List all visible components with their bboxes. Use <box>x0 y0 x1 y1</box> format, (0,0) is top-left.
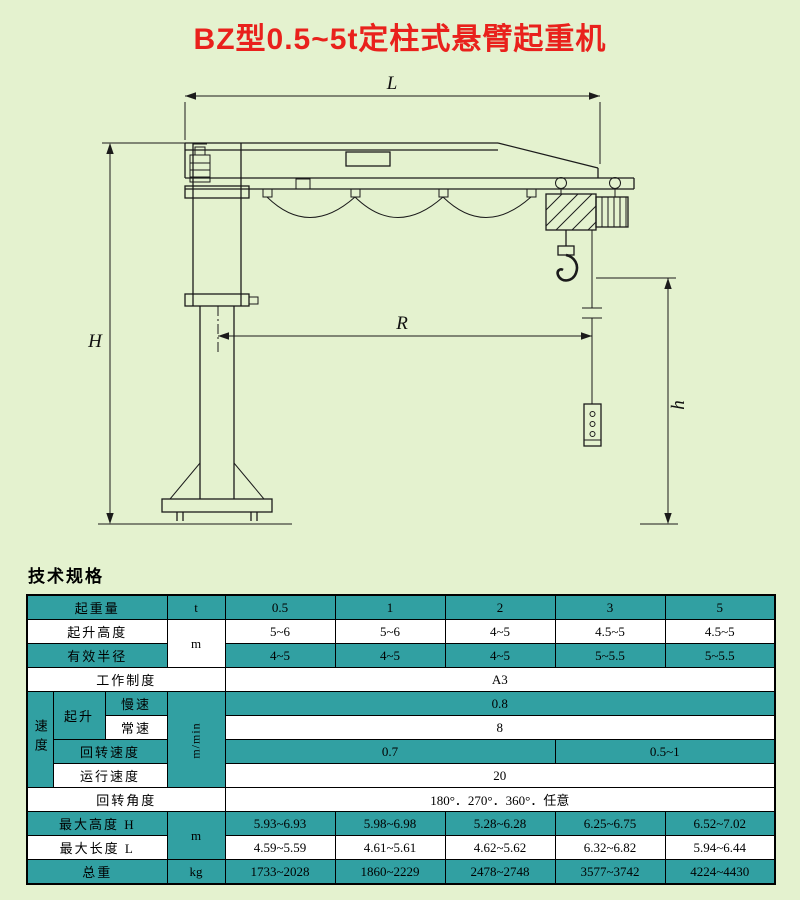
spec-value: 5 <box>664 594 776 620</box>
spec-value: 0.7 <box>224 739 556 764</box>
spec-value: 4~5 <box>444 619 556 644</box>
spec-value: 4224~4430 <box>664 859 776 885</box>
spec-value: 2478~2748 <box>444 859 556 885</box>
spec-value: 5~5.5 <box>554 643 666 668</box>
row-speed-slow: 速度 起升 慢速 m/min 0.8 <box>26 691 776 788</box>
row-duty: 工作制度 A3 <box>26 667 776 692</box>
spec-value: 5.94~6.44 <box>664 835 776 860</box>
spec-value: A3 <box>224 667 776 692</box>
spec-table: 起重量 t 0.5 1 2 3 5 起升高度 m 5~6 5~6 4~5 4.5… <box>26 594 777 885</box>
dimension-R: R <box>217 306 592 354</box>
dimension-H: H <box>87 142 292 525</box>
row-total-weight: 总重 kg 1733~2028 1860~2229 2478~2748 3577… <box>26 859 776 885</box>
hook-block <box>557 245 575 256</box>
spec-label: 总重 <box>26 859 168 885</box>
pendant-control <box>582 230 602 447</box>
speed-group-label: 速度 <box>26 691 54 788</box>
spec-value: 6.52~7.02 <box>664 811 776 836</box>
spec-value: 4.62~5.62 <box>444 835 556 860</box>
spec-value: 1 <box>334 594 446 620</box>
spec-value: 4.59~5.59 <box>224 835 336 860</box>
dimension-h: h <box>596 277 689 525</box>
spec-label: 起升高度 <box>26 619 168 644</box>
row-capacity: 起重量 t 0.5 1 2 3 5 <box>26 594 776 620</box>
spec-label: 有效半径 <box>26 643 168 668</box>
spec-label: 运行速度 <box>52 763 168 788</box>
dim-L-label: L <box>386 73 398 94</box>
spec-value: 20 <box>224 763 776 788</box>
crane-diagram: L <box>0 56 800 562</box>
spec-unit: m <box>166 811 226 860</box>
speed-unit: m/min <box>166 691 226 788</box>
spec-label: 最大高度 H <box>26 811 168 836</box>
festoon-cables <box>262 188 537 218</box>
row-lift-height: 起升高度 m 5~6 5~6 4~5 4.5~5 4.5~5 <box>26 619 776 668</box>
spec-label: 最大长度 L <box>26 835 168 860</box>
spec-value: 5.93~6.93 <box>224 811 336 836</box>
spec-label: 慢速 <box>104 691 168 716</box>
spec-value: 3 <box>554 594 666 620</box>
hoist-motor <box>595 196 629 228</box>
support-column <box>161 143 273 521</box>
spec-value: 8 <box>224 715 776 740</box>
spec-value: 1860~2229 <box>334 859 446 885</box>
spec-value: 4~5 <box>334 643 446 668</box>
electric-hoist <box>545 177 629 282</box>
spec-value: 2 <box>444 594 556 620</box>
spec-value: 4~5 <box>444 643 556 668</box>
spec-label: 回转角度 <box>26 787 226 812</box>
dim-h-label: h <box>668 400 689 410</box>
spec-unit: m <box>166 619 226 668</box>
section-heading: 技术规格 <box>28 567 104 586</box>
spec-label: 常速 <box>104 715 168 740</box>
hook-icon <box>556 253 579 282</box>
spec-value: 5.98~6.98 <box>334 811 446 836</box>
spec-value: 5.28~6.28 <box>444 811 556 836</box>
row-max-height: 最大高度 H m 5.93~6.93 5.98~6.98 5.28~6.28 6… <box>26 811 776 860</box>
spec-unit: t <box>166 594 226 620</box>
row-speed-travel: 运行速度 20 <box>27 763 776 788</box>
base-plate <box>161 498 273 513</box>
spec-label: 工作制度 <box>26 667 226 692</box>
dim-R-label: R <box>395 313 408 334</box>
spec-value: 4~5 <box>224 643 336 668</box>
spec-label: 回转速度 <box>52 739 168 764</box>
spec-value: 5~6 <box>224 619 336 644</box>
spec-value: 180°．270°．360°．任意 <box>224 787 776 812</box>
spec-value: 5~6 <box>334 619 446 644</box>
crane-diagram-svg: L <box>87 73 689 525</box>
trolley-wheel <box>555 177 567 189</box>
spec-label: 起重量 <box>26 594 168 620</box>
spec-value: 3577~3742 <box>554 859 666 885</box>
spec-value: 4.5~5 <box>554 619 666 644</box>
spec-value: 0.5 <box>224 594 336 620</box>
row-slew-angle: 回转角度 180°．270°．360°．任意 <box>26 787 776 812</box>
row-max-length: 最大长度 L 4.59~5.59 4.61~5.61 4.62~5.62 6.3… <box>26 835 776 860</box>
spec-unit: kg <box>166 859 226 885</box>
spec-value: 6.32~6.82 <box>554 835 666 860</box>
hoist-drum <box>545 193 597 231</box>
spec-value: 0.5~1 <box>554 739 776 764</box>
row-speed-normal: 常速 8 <box>27 715 776 740</box>
row-speed-slew: 回转速度 0.7 0.5~1 <box>27 739 776 764</box>
spec-value: 1733~2028 <box>224 859 336 885</box>
trolley-wheel <box>609 177 621 189</box>
spec-value: 5~5.5 <box>664 643 776 668</box>
spec-value: 4.5~5 <box>664 619 776 644</box>
spec-value: 6.25~6.75 <box>554 811 666 836</box>
page-title: BZ型0.5~5t定柱式悬臂起重机 <box>193 23 607 56</box>
spec-value: 0.8 <box>224 691 776 716</box>
row-radius: 有效半径 4~5 4~5 4~5 5~5.5 5~5.5 <box>26 643 776 668</box>
beam-box <box>345 151 391 167</box>
spec-label: 起升 <box>52 691 106 740</box>
spec-value: 4.61~5.61 <box>334 835 446 860</box>
dimension-L: L <box>184 73 601 164</box>
dim-H-label: H <box>87 331 103 352</box>
